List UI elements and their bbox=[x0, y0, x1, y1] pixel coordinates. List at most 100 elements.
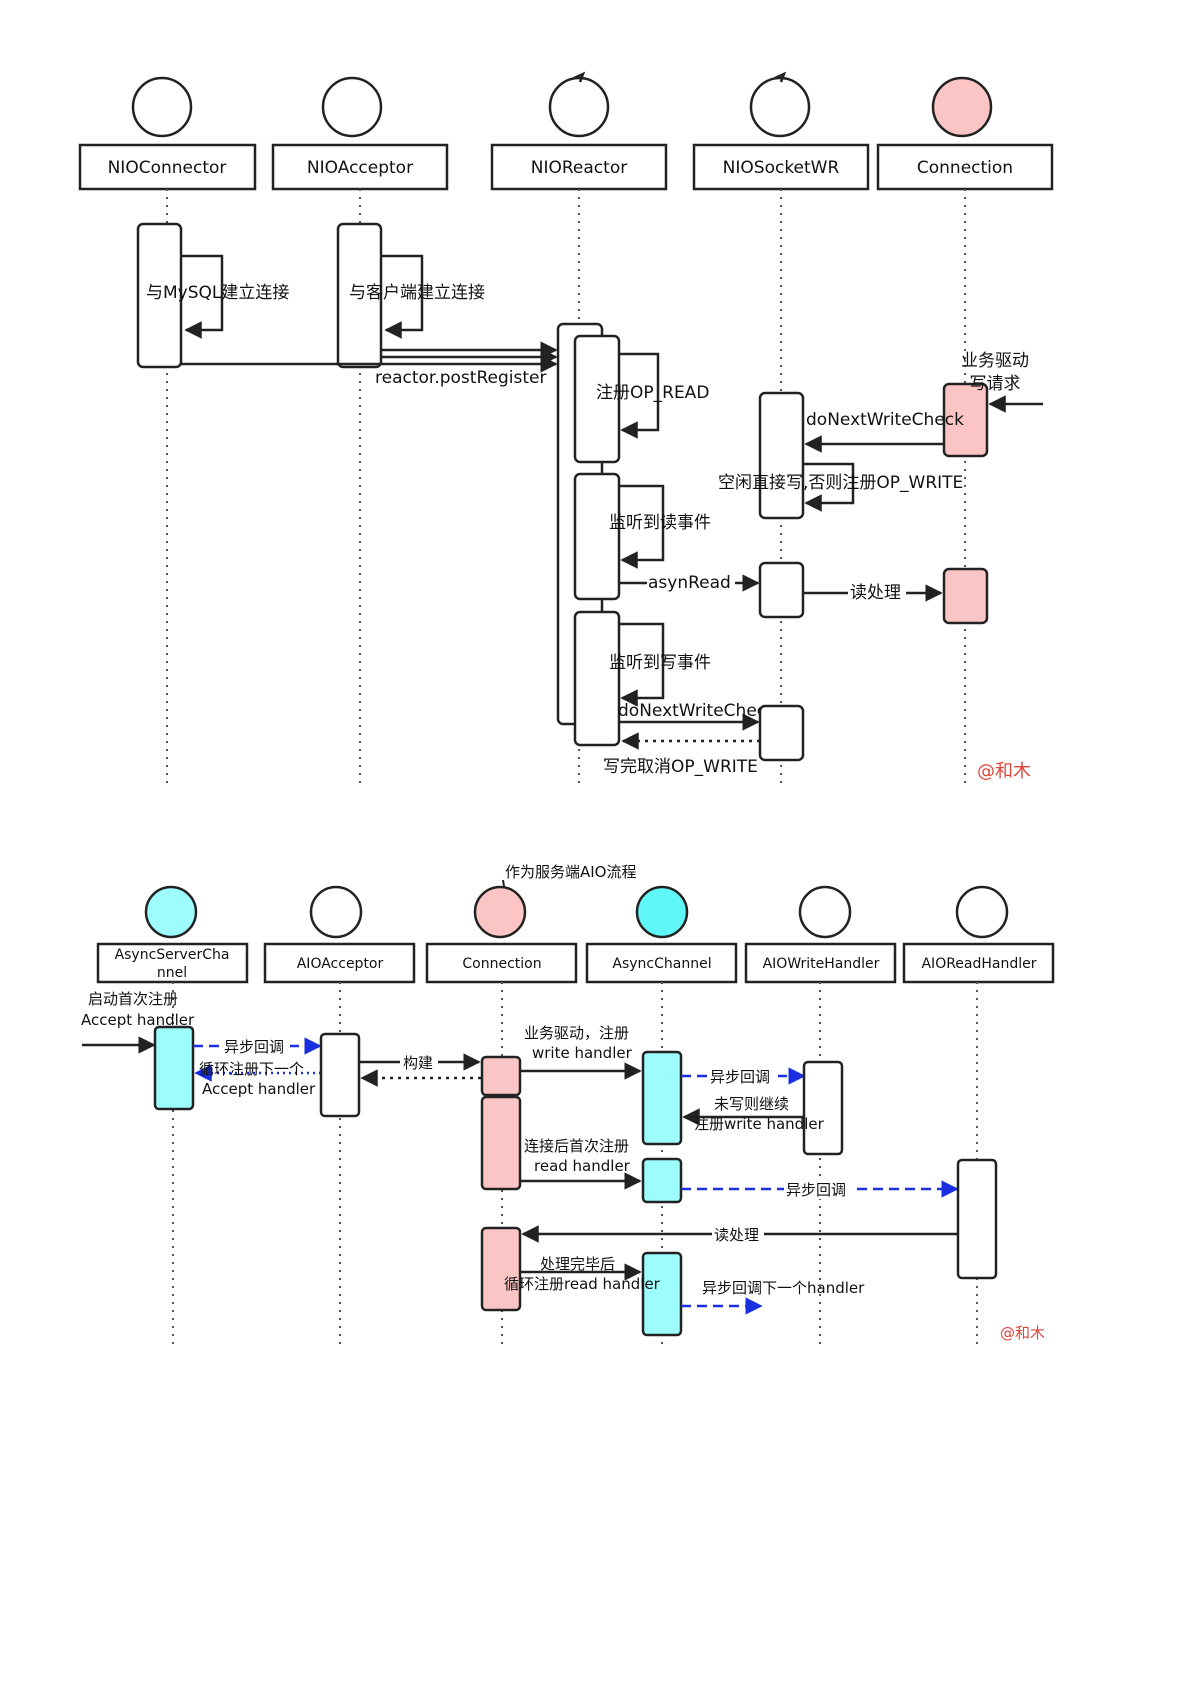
participant-label-niosocketwr: NIOSocketWR bbox=[723, 158, 840, 178]
msg-connect-mysql: 与MySQL建立连接 bbox=[146, 283, 289, 303]
msg-listen-read: 监听到读事件 bbox=[609, 513, 711, 533]
self-arrow-register-read bbox=[619, 352, 660, 439]
diagram1: NIOConnector NIOAcceptor NIOReactor NIOS… bbox=[78, 71, 1054, 783]
msg-start-register-1: 启动首次注册 bbox=[88, 990, 178, 1008]
activation-connection-main bbox=[480, 1095, 522, 1191]
msg-listen-write: 监听到写事件 bbox=[609, 653, 711, 673]
msg-async-callback-3: 异步回调 bbox=[786, 1181, 846, 1199]
msg-async-next: 异步回调下一个handler bbox=[702, 1279, 865, 1297]
activation-nioconnector bbox=[136, 222, 183, 369]
msg-post-register: reactor.postRegister bbox=[375, 368, 546, 388]
msg-loop-register-1: 循环注册下一个 bbox=[199, 1060, 304, 1078]
msg-after-process-2: 循环注册read handler bbox=[504, 1275, 661, 1293]
participant-label-asyncserverchannel-2: nnel bbox=[157, 965, 187, 981]
participant-box-connection-2 bbox=[425, 942, 578, 984]
label-bg-async-callback-1 bbox=[222, 1036, 290, 1056]
participant-label-nioacceptor: NIOAcceptor bbox=[307, 158, 413, 178]
actor-circle-nioreactor bbox=[548, 76, 610, 138]
msg-business-register-2: write handler bbox=[532, 1044, 633, 1062]
activation-socketwr-write bbox=[758, 704, 805, 762]
activation-reactor-listen-read bbox=[573, 472, 621, 601]
participant-box-aiowritehandler bbox=[744, 942, 897, 984]
msg-read-process-2: 读处理 bbox=[714, 1226, 759, 1244]
label-bg-async-callback-3 bbox=[784, 1179, 854, 1199]
activation-connection-read bbox=[942, 567, 989, 625]
msg-register-read: 注册OP_READ bbox=[596, 383, 709, 403]
participant-label-aioacceptor: AIOAcceptor bbox=[297, 956, 384, 972]
actor-circle-asyncserverchannel bbox=[144, 885, 198, 939]
participant-box-niosocketwr bbox=[692, 143, 870, 191]
msg-not-written-2: 注册write handler bbox=[694, 1115, 825, 1133]
participant-box-aioacceptor bbox=[263, 942, 416, 984]
participant-box-connection bbox=[876, 143, 1054, 191]
activation-asyncchannel-next bbox=[641, 1251, 683, 1337]
participant-label-connection-2: Connection bbox=[462, 956, 541, 972]
participant-label-nioconnector: NIOConnector bbox=[108, 158, 227, 178]
msg-idle-write: 空闲直接写,否则注册OP_WRITE bbox=[718, 473, 963, 493]
activation-nioacceptor bbox=[336, 222, 383, 369]
actor-circle-aioacceptor bbox=[309, 885, 363, 939]
participant-label-aioreadhandler: AIOReadHandler bbox=[921, 956, 1036, 972]
diagram2: 作为服务端AIO流程 AsyncServerCha nnel AIOAccept… bbox=[81, 863, 1055, 1346]
msg-do-next-write-check: doNextWriteCheck bbox=[806, 410, 964, 430]
watermark-2: @和木 bbox=[1000, 1324, 1045, 1342]
activation-reactor-register bbox=[573, 334, 621, 464]
activation-asyncserverchannel bbox=[153, 1025, 195, 1111]
msg-do-next-write-check-2: doNextWriteChec bbox=[618, 701, 766, 721]
msg-asyn-read: asynRead bbox=[648, 573, 731, 593]
self-arrow-idle-write bbox=[803, 462, 855, 512]
self-arrow-listen-read bbox=[619, 484, 665, 569]
activation-connection-write bbox=[942, 382, 989, 458]
actor-circle-connection-2 bbox=[473, 885, 527, 939]
participant-box-nioreactor bbox=[490, 143, 668, 191]
msg-build: 构建 bbox=[403, 1054, 433, 1072]
activation-socketwr-read bbox=[758, 561, 805, 619]
msg-connect-register-1: 连接后首次注册 bbox=[524, 1137, 629, 1155]
participant-box-nioconnector bbox=[78, 143, 257, 191]
activation-asyncchannel-read bbox=[641, 1157, 683, 1204]
label-bg-build bbox=[400, 1052, 438, 1072]
label-bg-read-process bbox=[848, 582, 906, 604]
participant-box-nioacceptor bbox=[271, 143, 449, 191]
activation-connection-process bbox=[480, 1226, 522, 1312]
cycle-arrow-nioreactor bbox=[573, 71, 586, 83]
participant-label-asyncserverchannel-1: AsyncServerCha bbox=[115, 947, 230, 963]
self-arrow-connect-client bbox=[381, 254, 424, 339]
activation-aiowritehandler bbox=[802, 1060, 844, 1156]
msg-async-callback-2: 异步回调 bbox=[710, 1068, 770, 1086]
watermark-1: @和木 bbox=[977, 761, 1031, 782]
actor-circle-nioconnector bbox=[131, 76, 193, 138]
msg-start-register-2: Accept handler bbox=[81, 1011, 195, 1029]
participant-label-connection: Connection bbox=[917, 158, 1013, 178]
self-arrow-listen-write bbox=[619, 622, 665, 707]
participant-label-nioreactor: NIOReactor bbox=[531, 158, 627, 178]
label-bg-async-callback-2 bbox=[708, 1066, 778, 1086]
msg-connect-client: 与客户端建立连接 bbox=[349, 283, 485, 303]
actor-circle-nioacceptor bbox=[321, 76, 383, 138]
msg-business-write-1: 业务驱动 bbox=[961, 351, 1029, 371]
actor-circle-asyncchannel bbox=[635, 885, 689, 939]
actor-circle-connection bbox=[931, 76, 993, 138]
msg-loop-register-2: Accept handler bbox=[202, 1080, 316, 1098]
activation-reactor-listen-write bbox=[573, 610, 621, 747]
participant-label-asyncchannel: AsyncChannel bbox=[612, 956, 711, 972]
actor-circle-aioreadhandler bbox=[955, 885, 1009, 939]
actor-circle-aiowritehandler bbox=[798, 885, 852, 939]
msg-business-register-1: 业务驱动，注册 bbox=[524, 1024, 629, 1042]
activation-asyncchannel-write bbox=[641, 1050, 683, 1146]
msg-after-process-1: 处理完毕后 bbox=[540, 1255, 615, 1273]
msg-read-process: 读处理 bbox=[850, 583, 901, 603]
msg-business-write-2: 写请求 bbox=[970, 374, 1021, 394]
activation-aioreadhandler bbox=[956, 1158, 998, 1280]
msg-cancel-write: 写完取消OP_WRITE bbox=[603, 757, 758, 777]
msg-connect-register-2: read handler bbox=[534, 1157, 631, 1175]
activation-connection-build bbox=[480, 1055, 522, 1097]
cycle-arrow-niosocketwr bbox=[774, 71, 787, 83]
msg-not-written-1: 未写则继续 bbox=[714, 1095, 789, 1113]
activation-aioacceptor bbox=[319, 1032, 361, 1118]
self-arrow-connect-mysql bbox=[181, 254, 224, 339]
participant-box-aioreadhandler bbox=[902, 942, 1055, 984]
activation-socketwr-check bbox=[758, 391, 805, 520]
diagram2-title: 作为服务端AIO流程 bbox=[505, 863, 637, 881]
